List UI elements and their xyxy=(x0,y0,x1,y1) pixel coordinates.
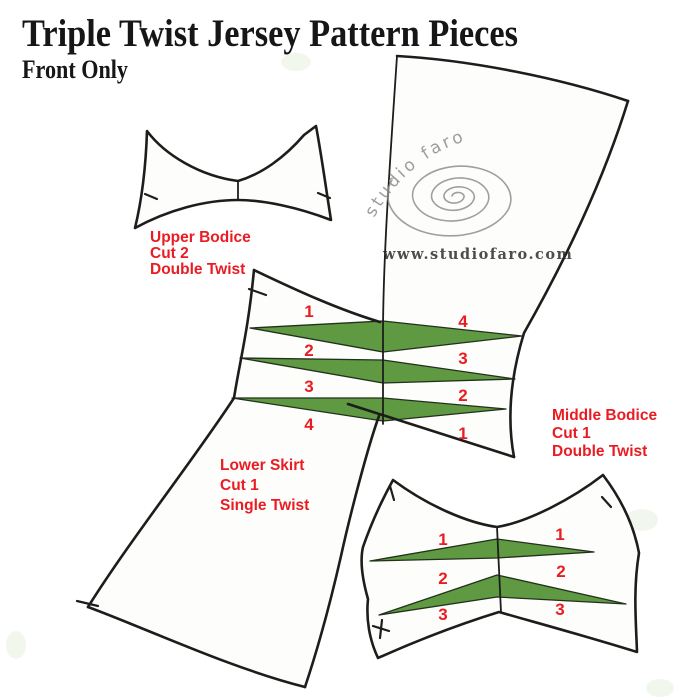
section-number: 3 xyxy=(458,349,467,368)
piece-cut: Cut 1 xyxy=(220,477,259,494)
piece-name: Upper Bodice xyxy=(150,229,251,246)
middle-bodice-numbers-left: 1 2 3 xyxy=(438,530,447,624)
section-number: 4 xyxy=(304,415,314,434)
bodice-edge-notch xyxy=(316,191,332,200)
red-annotations: Upper Bodice Cut 2 Double Twist Lower Sk… xyxy=(150,229,657,624)
twist-wedge xyxy=(378,574,627,616)
hem-corner-notch xyxy=(75,599,100,608)
piece-twist: Double Twist xyxy=(150,261,245,278)
page-subtitle: Front Only xyxy=(22,55,128,84)
twist-wedge xyxy=(239,357,516,384)
skirt-top-section-fill xyxy=(348,56,628,457)
middle-bodice-twist-wedges xyxy=(369,538,627,616)
middle-bodice-numbers-right: 1 2 3 xyxy=(555,525,565,619)
center-seam-line xyxy=(382,55,398,425)
paper-smudge xyxy=(281,53,311,71)
lower-skirt-label: Lower Skirt Cut 1 Single Twist xyxy=(220,457,309,514)
bodice-edge-notch xyxy=(143,192,159,201)
skirt-left-edge xyxy=(86,396,236,609)
upper-bodice-label: Upper Bodice Cut 2 Double Twist xyxy=(150,229,251,278)
skirt-top-slant-edge xyxy=(252,268,382,324)
skirt-fill xyxy=(88,270,383,687)
piece-name: Lower Skirt xyxy=(220,457,304,474)
twist-wedge xyxy=(369,538,595,562)
upper-bodice-outline xyxy=(133,124,333,230)
section-number: 1 xyxy=(438,530,447,549)
page-title: Triple Twist Jersey Pattern Pieces xyxy=(22,12,518,55)
section-number: 1 xyxy=(555,525,564,544)
header: Triple Twist Jersey Pattern Pieces Front… xyxy=(22,12,518,84)
bodice-edge-notch xyxy=(378,618,384,640)
section-number: 3 xyxy=(304,377,313,396)
spiral-logo-icon xyxy=(386,165,512,237)
watermark-url: www.studiofaro.com xyxy=(382,246,573,263)
paper-smudge xyxy=(626,509,658,531)
bodice-edge-notch xyxy=(600,495,613,509)
skirt-edge-notch xyxy=(247,287,268,297)
skirt-section-numbers-left: 1 2 3 4 xyxy=(304,302,314,434)
top-section-top-edge xyxy=(395,54,630,103)
skirt-right-edge xyxy=(303,414,381,689)
skirt-hem-edge xyxy=(86,605,307,689)
section-number: 2 xyxy=(556,562,565,581)
bodice-edge-notch xyxy=(388,484,396,502)
piece-twist: Double Twist xyxy=(552,443,647,460)
section-number: 3 xyxy=(555,600,564,619)
lower-skirt-piece xyxy=(75,54,630,689)
piece-cut: Cut 1 xyxy=(552,425,591,442)
top-section-right-edge xyxy=(509,99,630,459)
piece-cut: Cut 2 xyxy=(150,245,189,262)
section-number: 1 xyxy=(458,424,467,443)
middle-bodice-piece xyxy=(360,473,641,660)
piece-name: Middle Bodice xyxy=(552,407,657,424)
paper-smudge xyxy=(646,679,674,697)
skirt-section-numbers-right: 4 3 2 1 xyxy=(458,312,468,443)
section-number: 2 xyxy=(438,569,447,588)
middle-bodice-label: Middle Bodice Cut 1 Double Twist xyxy=(552,407,657,460)
top-section-bottom-edge xyxy=(346,402,516,459)
section-number: 2 xyxy=(458,386,467,405)
middle-bodice-outline xyxy=(360,473,641,660)
paper-smudge xyxy=(6,631,26,659)
piece-twist: Single Twist xyxy=(220,497,309,514)
paper-smudges xyxy=(6,53,674,697)
upper-bodice-piece xyxy=(133,124,333,230)
section-number: 3 xyxy=(438,605,447,624)
center-seam-line xyxy=(496,526,502,613)
section-number: 4 xyxy=(458,312,468,331)
section-number: 1 xyxy=(304,302,313,321)
section-number: 2 xyxy=(304,341,313,360)
